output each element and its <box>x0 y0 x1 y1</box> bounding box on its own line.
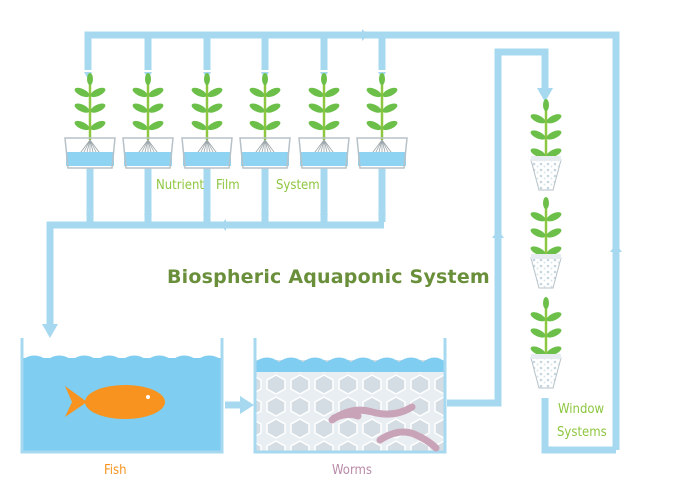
flow-arrow-icon <box>610 244 622 252</box>
window-tower-pot <box>530 99 562 191</box>
flow-arrow-icon <box>42 324 58 338</box>
fish-tank-label: Fish <box>104 463 127 478</box>
drain-pipe <box>46 221 384 330</box>
plant-icon <box>249 73 281 140</box>
worm-icon <box>328 403 440 452</box>
nft-cup <box>64 73 116 169</box>
nft-plant-row <box>64 73 408 169</box>
flow-arrow-icon <box>220 219 226 231</box>
window-systems-label-line-1: Window <box>558 402 605 417</box>
window-tower-pot <box>530 297 562 389</box>
nft-cup <box>239 73 291 169</box>
nft-cup <box>122 73 174 169</box>
plant-icon <box>132 73 164 140</box>
nft-cup <box>298 73 350 169</box>
diagram-title: Biospheric Aquaponic System <box>167 266 490 288</box>
flow-arrows <box>42 29 622 414</box>
flow-arrow-icon <box>362 29 368 41</box>
nft-cup <box>356 73 408 169</box>
worms-to-window-pipe <box>447 48 549 407</box>
window-system-towers <box>530 99 562 389</box>
window-systems-label-line-2: Systems <box>557 425 607 440</box>
worm-bed <box>253 338 447 454</box>
worm-bed-label: Worms <box>332 463 373 478</box>
nft-label-word-2: Film <box>216 178 240 193</box>
nft-label-word-1: Nutrient <box>156 178 204 193</box>
plant-icon <box>366 73 398 140</box>
supply-pipe <box>84 31 620 450</box>
plant-icon <box>74 73 106 140</box>
window-return-pipe <box>541 398 616 454</box>
nft-label-word-3: System <box>276 178 320 193</box>
fish-tank <box>20 338 224 454</box>
flow-arrow-icon <box>537 88 553 102</box>
nft-cup <box>181 73 233 169</box>
window-tower-pot <box>530 197 562 289</box>
plant-icon <box>191 73 223 140</box>
flow-arrow-icon <box>240 396 254 414</box>
plant-icon <box>308 73 340 140</box>
flow-arrow-icon <box>492 230 504 238</box>
fish-icon <box>65 385 165 419</box>
